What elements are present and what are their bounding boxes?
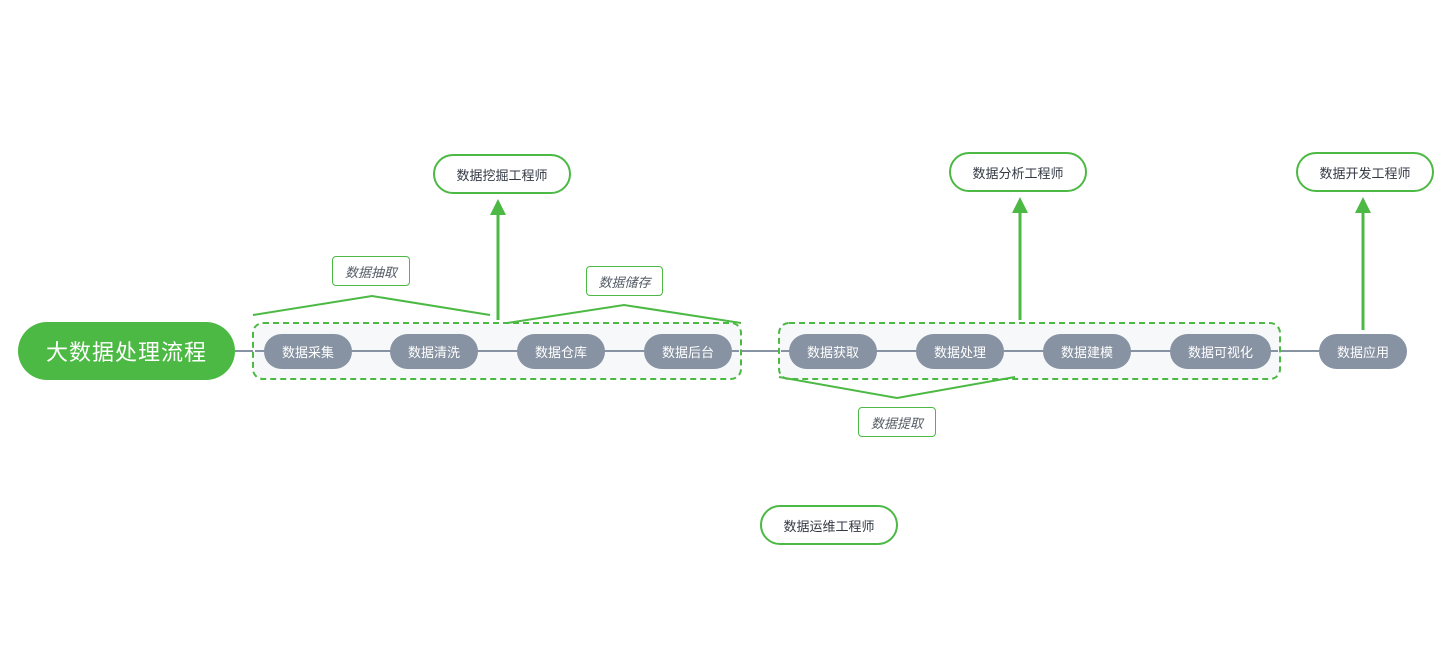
bracket-extract — [252, 294, 491, 316]
role-node-analysis[interactable]: 数据分析工程师 — [949, 152, 1087, 192]
root-node[interactable]: 大数据处理流程 — [18, 322, 235, 380]
bracket-fetch — [778, 376, 1016, 400]
role-node-mining[interactable]: 数据挖掘工程师 — [433, 154, 571, 194]
step-node-apply[interactable]: 数据应用 — [1319, 334, 1407, 369]
step-node-clean[interactable]: 数据清洗 — [390, 334, 478, 369]
step-node-collect[interactable]: 数据采集 — [264, 334, 352, 369]
stage-label-fetch[interactable]: 数据提取 — [858, 407, 936, 437]
bracket-storage — [506, 303, 742, 324]
stage-label-extract[interactable]: 数据抽取 — [332, 256, 410, 286]
step-node-model[interactable]: 数据建模 — [1043, 334, 1131, 369]
stage-label-storage[interactable]: 数据储存 — [586, 266, 663, 296]
arrowhead-development — [1355, 197, 1371, 213]
step-node-backend[interactable]: 数据后台 — [644, 334, 732, 369]
step-node-process[interactable]: 数据处理 — [916, 334, 1004, 369]
step-node-warehouse[interactable]: 数据仓库 — [517, 334, 605, 369]
step-node-acquire[interactable]: 数据获取 — [789, 334, 877, 369]
role-node-development[interactable]: 数据开发工程师 — [1296, 152, 1434, 192]
role-node-operations[interactable]: 数据运维工程师 — [760, 505, 898, 545]
arrowhead-analysis — [1012, 197, 1028, 213]
step-node-visualize[interactable]: 数据可视化 — [1170, 334, 1271, 369]
arrowhead-mining — [490, 199, 506, 215]
